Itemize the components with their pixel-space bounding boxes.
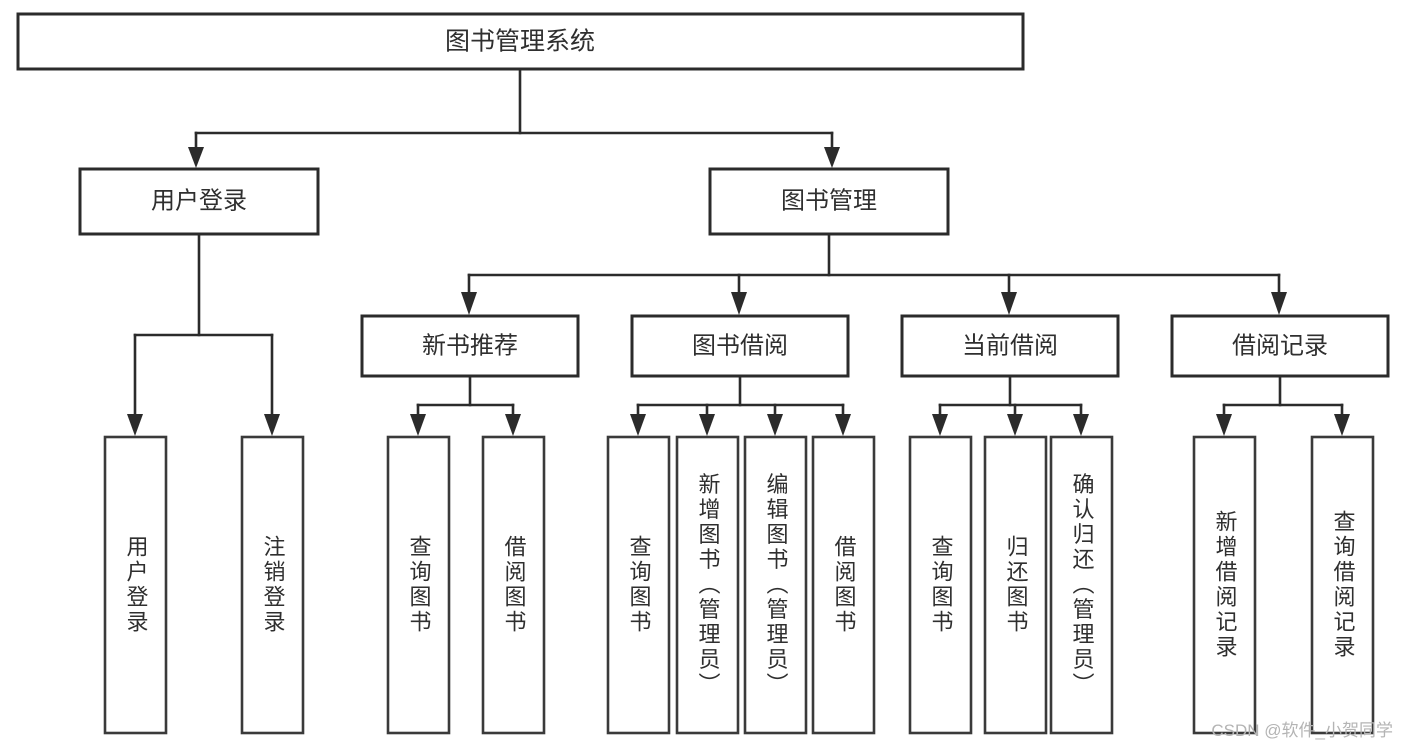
node-root-label: 图书管理系统 [445,28,595,56]
node-current-borrow[interactable]: 当前借阅 [900,314,1120,378]
node-leaf-confirm-return-admin-label: 确认归还（管理员） [1070,473,1095,698]
arrow-to-leaf-query-borrow-record [1334,414,1350,436]
arrow-to-current-borrow [1001,292,1017,315]
node-leaf-borrow-book-2[interactable]: 借阅图书 [811,435,876,735]
node-user-login[interactable]: 用户登录 [78,167,320,236]
node-book-borrow-label: 图书借阅 [692,332,788,359]
node-leaf-user-logout[interactable]: 注销登录 [240,435,305,735]
node-leaf-query-book-1[interactable]: 查询图书 [386,435,451,735]
node-current-borrow-label: 当前借阅 [962,332,1058,359]
arrow-to-leaf-add-book-admin [699,414,715,436]
node-leaf-user-logout-label: 注销登录 [261,535,286,635]
node-leaf-user-login-label: 用户登录 [124,535,149,635]
arrow-to-leaf-borrow-book-2 [835,414,851,436]
watermark-text: CSDN @软件_小贺同学 [1211,721,1393,740]
node-leaf-confirm-return-admin[interactable]: 确认归还（管理员） [1049,435,1114,735]
node-leaf-edit-book-admin[interactable]: 编辑图书（管理员） [743,435,808,735]
node-leaf-add-book-admin[interactable]: 新增图书（管理员） [675,435,740,735]
node-leaf-add-borrow-record[interactable]: 新增借阅记录 [1192,435,1257,735]
node-new-book-recommend[interactable]: 新书推荐 [360,314,580,378]
arrow-to-leaf-add-borrow-record [1216,414,1232,436]
arrow-to-leaf-query-book-1 [410,414,426,436]
arrow-to-leaf-query-book-2 [630,414,646,436]
arrow-to-leaf-user-logout [264,414,280,436]
node-leaf-add-book-admin-label: 新增图书（管理员） [696,473,721,698]
node-leaf-query-book-2[interactable]: 查询图书 [606,435,671,735]
arrow-to-leaf-confirm-return-admin [1073,414,1089,436]
node-book-management[interactable]: 图书管理 [708,167,950,236]
arrow-to-leaf-user-login [127,414,143,436]
arrow-to-book-management [824,147,840,168]
arrow-to-leaf-query-book-3 [932,414,948,436]
arrow-to-book-borrow [731,292,747,315]
node-leaf-borrow-book-2-label: 借阅图书 [832,535,857,635]
node-user-login-label: 用户登录 [151,187,247,214]
node-leaf-add-borrow-record-label: 新增借阅记录 [1213,510,1238,660]
node-book-borrow[interactable]: 图书借阅 [630,314,850,378]
node-leaf-return-book-label: 归还图书 [1004,535,1029,635]
node-borrow-record[interactable]: 借阅记录 [1170,314,1390,378]
node-leaf-borrow-book-1-label: 借阅图书 [502,535,527,635]
node-root-book-management-system[interactable]: 图书管理系统 [16,12,1025,71]
node-leaf-borrow-book-1[interactable]: 借阅图书 [481,435,546,735]
arrow-to-leaf-edit-book-admin [767,414,783,436]
node-new-book-recommend-label: 新书推荐 [422,332,518,359]
node-leaf-user-login[interactable]: 用户登录 [103,435,168,735]
node-leaf-query-book-3[interactable]: 查询图书 [908,435,973,735]
arrow-to-new-book-recommend [461,292,477,315]
node-leaf-query-book-1-label: 查询图书 [407,535,432,635]
edges-layer [127,67,1350,436]
arrow-to-leaf-borrow-book-1 [505,414,521,436]
node-leaf-return-book[interactable]: 归还图书 [983,435,1048,735]
node-leaf-edit-book-admin-label: 编辑图书（管理员） [764,473,789,698]
node-book-management-label: 图书管理 [781,187,877,214]
arrow-to-user-login [188,147,204,168]
node-leaf-query-book-3-label: 查询图书 [929,535,954,635]
node-leaf-query-borrow-record[interactable]: 查询借阅记录 [1310,435,1375,735]
arrow-to-borrow-record [1271,292,1287,315]
node-borrow-record-label: 借阅记录 [1232,332,1328,359]
node-leaf-query-book-2-label: 查询图书 [627,535,652,635]
node-leaf-query-borrow-record-label: 查询借阅记录 [1331,510,1356,660]
arrow-to-leaf-return-book [1007,414,1023,436]
